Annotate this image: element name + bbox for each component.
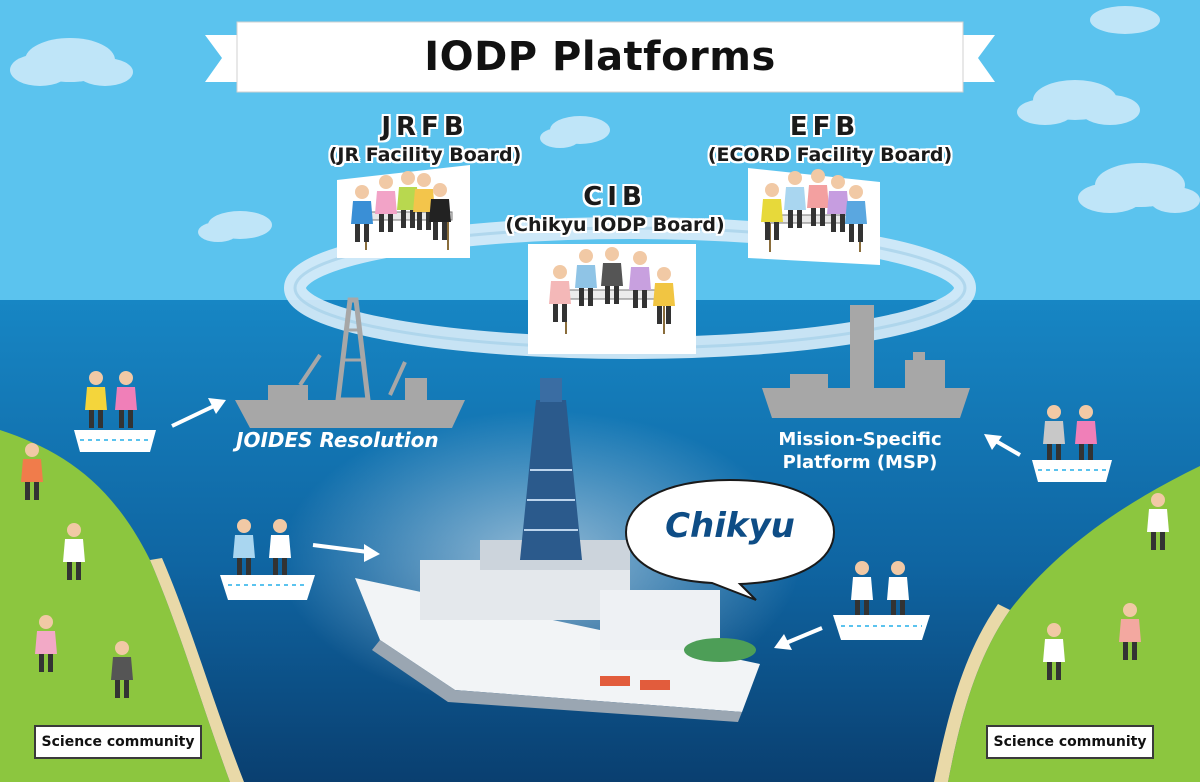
joides-resolution-ship	[235, 297, 465, 428]
cib-full-label: (Chikyu IODP Board)	[505, 214, 725, 236]
chikyu-label: Chikyu	[665, 506, 795, 546]
science-community-right: Science community	[986, 725, 1154, 759]
grass-right	[948, 466, 1200, 782]
grass-left	[0, 430, 230, 782]
boat-joides	[74, 371, 156, 452]
msp-label: Mission-Specific Platform (MSP)	[760, 428, 960, 474]
jrfb-board-illustration	[337, 165, 470, 258]
cib-abbr-label: CIB	[583, 182, 647, 212]
cib-board-illustration	[528, 244, 696, 354]
boat-msp	[1032, 405, 1112, 482]
chikyu-speech-bubble	[624, 478, 836, 601]
title-banner: IODP Platforms	[237, 22, 963, 92]
joides-resolution-label: JOIDES Resolution	[236, 428, 439, 452]
msp-label-line2: Platform (MSP)	[782, 452, 938, 473]
efb-full-label: (ECORD Facility Board)	[707, 144, 953, 166]
boat-chikyu-right	[833, 561, 930, 640]
science-community-left: Science community	[34, 725, 202, 759]
boat-chikyu-left	[220, 519, 315, 600]
msp-ship	[762, 305, 970, 418]
efb-board-illustration	[748, 168, 880, 265]
jrfb-full-label: (JR Facility Board)	[328, 144, 522, 166]
arrows	[171, 398, 1021, 650]
msp-label-line1: Mission-Specific	[778, 429, 942, 450]
chikyu-ship	[355, 378, 760, 722]
jrfb-abbr-label: JRFB	[381, 112, 469, 142]
efb-abbr-label: EFB	[789, 112, 861, 142]
page-title: IODP Platforms	[424, 34, 776, 80]
title-banner-shape	[205, 21, 995, 93]
clouds	[10, 6, 1200, 242]
